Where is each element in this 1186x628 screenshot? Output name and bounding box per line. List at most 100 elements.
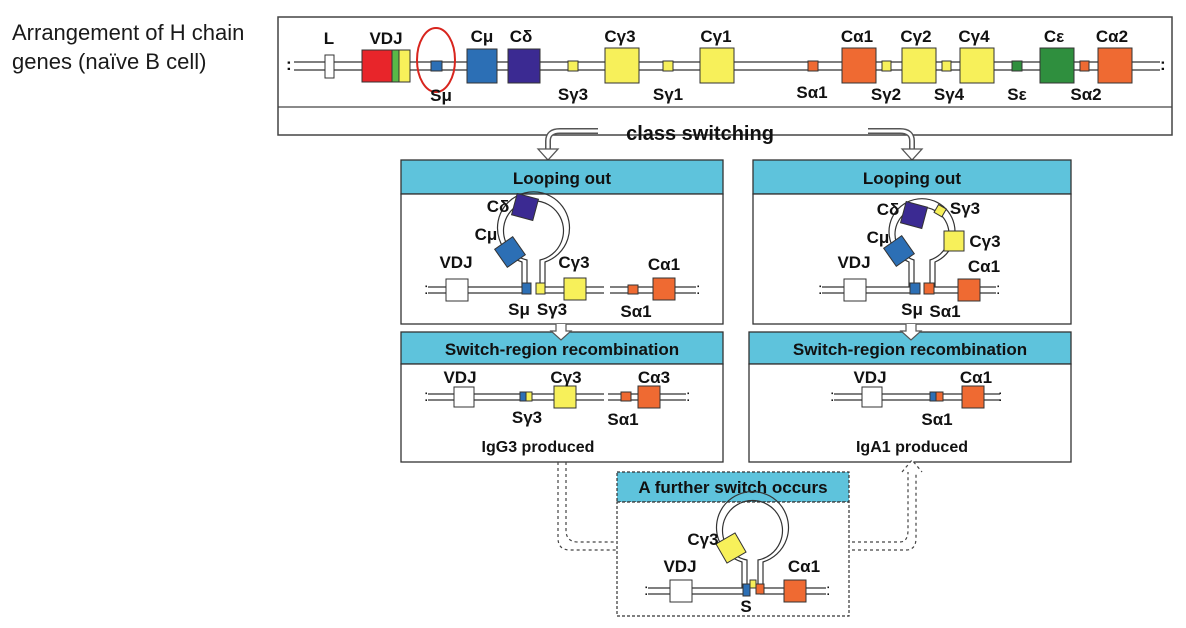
label-cg1: Cγ1 [700,27,731,46]
left-recomb-s-yellow [525,391,533,402]
further-switch-panel: A further switch occurs : : Cγ3 VDJ Cα1 … [616,471,850,617]
dashed-arrow-right [852,470,909,543]
cg4-gene [959,47,995,84]
left-recomb-label-ca3: Cα3 [638,368,670,387]
vdj-green-segment [391,49,400,83]
left-recomb-sa1 [620,391,632,402]
left-header-recomb: Switch-region recombination [445,340,679,359]
further-vdj [669,579,693,603]
label-se: Sε [1007,85,1026,104]
left-loop-label-cmu: Cμ [475,225,498,244]
svg-text::: : [818,281,822,298]
right-recomb-s-orange [935,391,944,402]
left-loop-ca1 [652,277,676,301]
left-recomb-vdj [453,386,475,408]
left-loop-vdj [445,278,469,302]
right-panel: Looping out Switch-region recombination … [748,159,1072,463]
ce-gene [1039,47,1075,84]
cmu-gene [466,48,498,84]
sg3-switch-region [567,60,579,72]
further-s-blue [742,583,751,597]
left-loop-label-sa1: Sα1 [620,302,651,321]
right-loop-label-smu: Sμ [901,300,923,319]
right-recomb-label-vdj: VDJ [853,368,886,387]
right-loop-ca1 [957,278,981,302]
right-loop-cmu [882,234,916,268]
label-ca2: Cα2 [1096,27,1128,46]
right-header-recomb: Switch-region recombination [793,340,1027,359]
left-recomb-label-sa1: Sα1 [607,410,638,429]
svg-text::: : [830,388,834,405]
sg1-switch-region [662,60,674,72]
right-header-looping: Looping out [863,169,962,188]
class-switching-label: class switching [626,123,774,145]
dashed-arrow-left [565,462,626,543]
svg-text::: : [424,281,428,298]
svg-text::: : [644,582,648,599]
left-loop-label-smu: Sμ [508,300,530,319]
right-recomb-vdj [861,386,883,408]
left-loop-label-ca1: Cα1 [648,255,680,274]
further-cg3 [715,532,747,564]
left-recomb-label-sg3: Sγ3 [512,408,542,427]
svg-text::: : [1160,55,1166,74]
further-ca1 [783,579,807,603]
left-loop-label-cg3: Cγ3 [558,253,589,272]
right-loop-smu [909,282,921,295]
left-loop-sg3 [535,282,546,295]
cg2-gene [901,47,937,84]
label-sa2: Sα2 [1070,85,1101,104]
label-sg3: Sγ3 [558,85,588,104]
left-recomb-cg3 [553,385,577,409]
label-smu: Sμ [430,86,452,105]
cdelta-gene [507,48,541,84]
svg-text::: : [998,388,1002,405]
svg-text::: : [996,281,1000,298]
right-loop-label-cdelta: Cδ [877,200,900,219]
label-cg2: Cγ2 [900,27,931,46]
right-loop-sg3 [933,203,948,218]
vdj-block [361,49,393,83]
label-sg2: Sγ2 [871,85,901,104]
svg-text::: : [686,388,690,405]
arrow-left [545,128,598,150]
left-recomb-label-cg3: Cγ3 [550,368,581,387]
left-header-looping: Looping out [513,169,612,188]
smu-highlight-circle [416,27,456,93]
cg1-gene [699,47,735,84]
se-switch-region [1011,60,1023,72]
left-recomb-label-vdj: VDJ [443,368,476,387]
right-recomb-ca1 [961,385,985,409]
label-vdj: VDJ [369,29,402,48]
left-recomb-s-blue [519,391,527,402]
left-loop-cmu [493,235,527,269]
further-label-cg3: Cγ3 [687,530,718,549]
ca2-gene [1097,47,1133,84]
right-loop-label-cmu: Cμ [867,228,890,247]
svg-text::: : [286,55,292,74]
label-sg1: Sγ1 [653,85,683,104]
cg3-gene [604,47,640,84]
label-sa1: Sα1 [796,83,827,102]
l-segment [324,54,335,79]
arrow-right [868,128,915,150]
sg2-switch-region [881,60,892,72]
germline-panel: : : L VDJ Cμ Cδ Cγ3 Cγ1 Cα1 Cγ2 Cγ4 Cε C… [277,16,1173,136]
left-loop-cg3 [563,277,587,301]
sg4-switch-region [941,60,952,72]
left-loop-sa1 [627,284,639,295]
ca1-gene [841,47,877,84]
sa1-switch-region [807,60,819,72]
svg-text::: : [696,281,700,298]
left-panel: Looping out Switch-region recombination … [400,159,724,463]
right-loop-label-ca1: Cα1 [968,257,1000,276]
further-label-s: S [740,597,751,616]
further-header: A further switch occurs [638,478,827,497]
right-loop-cdelta [899,200,929,230]
vdj-yellow-segment [398,49,411,83]
right-recomb-s-blue [929,391,937,402]
left-recomb-ca3 [637,385,661,409]
label-cg4: Cγ4 [958,27,990,46]
svg-text::: : [424,388,428,405]
